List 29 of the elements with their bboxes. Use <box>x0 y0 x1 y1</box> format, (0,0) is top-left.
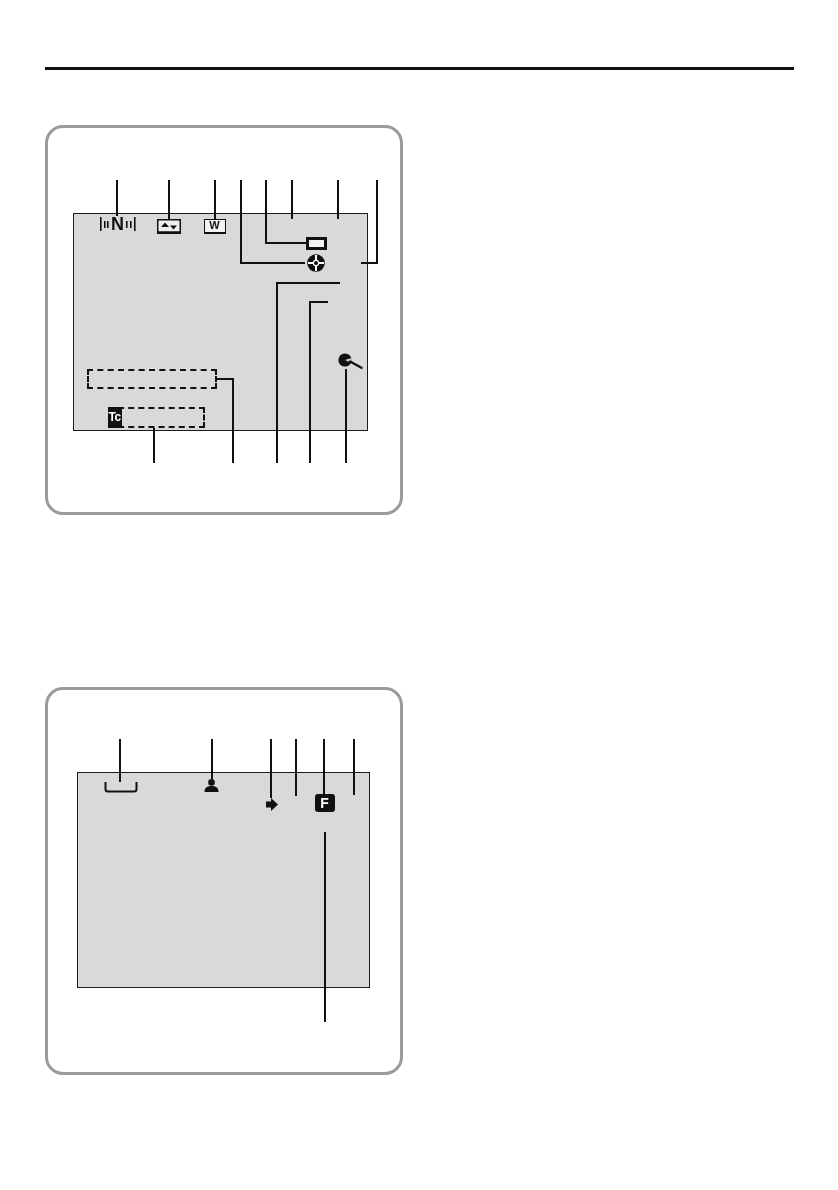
dashed-area <box>86 368 217 389</box>
leader-line <box>119 738 121 783</box>
time-code-indicator: Tc <box>107 406 122 428</box>
leader-line <box>116 179 118 217</box>
lcd-screen <box>73 213 368 431</box>
leader-line <box>153 427 155 464</box>
display-frame <box>45 125 403 515</box>
person-icon <box>203 778 219 792</box>
leader-line <box>240 179 306 264</box>
leader-line <box>214 179 216 220</box>
letter-indicator: F <box>314 793 335 812</box>
square-frame <box>305 236 327 250</box>
lcd-screen <box>77 772 370 988</box>
leader-line <box>216 378 234 464</box>
mode-indicator: N <box>99 215 136 233</box>
up-down-arrows-icon <box>156 218 181 234</box>
leader-line <box>345 368 347 464</box>
dashed-area <box>107 406 205 428</box>
bracket-icon <box>103 781 138 793</box>
leader-line <box>270 738 272 799</box>
display-frame <box>45 687 403 1075</box>
leader-line <box>323 738 325 795</box>
leader-line <box>211 738 213 780</box>
microphone-icon <box>337 352 363 369</box>
leader-line <box>265 179 307 244</box>
crosshair-icon <box>304 253 327 272</box>
framed-indicator: W <box>203 218 226 234</box>
arrow-icon <box>265 797 278 811</box>
leader-line <box>168 179 170 220</box>
